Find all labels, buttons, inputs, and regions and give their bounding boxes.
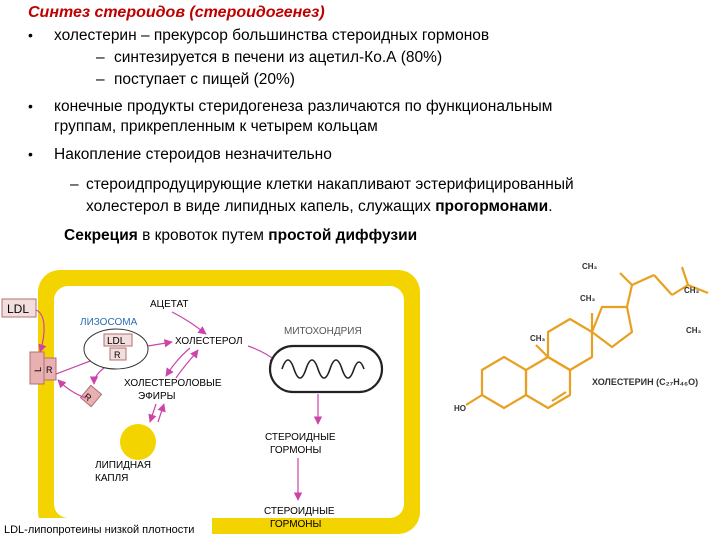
- text-span: .: [548, 198, 553, 215]
- cholesterol-label: ХОЛЕСТЕРОЛ: [175, 336, 243, 347]
- bullet-dot: •: [28, 27, 33, 43]
- ldl-outside-label: LDL: [7, 302, 29, 316]
- cholesterol-structure: CH₃ CH₃ CH₃ CH₃ CH₃ HO ХОЛЕСТЕРИН (C₂₇H₄…: [454, 262, 709, 413]
- dash: –: [96, 49, 105, 66]
- secretion-term: Секреция: [64, 227, 138, 244]
- subbullet-liver-synthesis: синтезируется в печени из ацетил-Ко.А (8…: [114, 49, 443, 66]
- prohormones-term: прогормонами: [435, 198, 549, 215]
- structure-labels: CH₃ CH₃ CH₃ CH₃ CH₃ HO: [454, 262, 702, 413]
- subbullet-esterified-line2: холестерол в виде липидных капель, служа…: [86, 198, 553, 216]
- ldl-particle-outside: [1, 298, 37, 318]
- methyl-label-end-1: CH₃: [684, 286, 700, 295]
- arrow-acetate-cholesterol: [171, 311, 207, 335]
- methyl-label-ring-d: CH₃: [580, 294, 596, 303]
- bullet-cholesterol-precursor: холестерин – прекурсор большинства стеро…: [54, 27, 490, 44]
- methyl-label-top: CH₃: [582, 262, 598, 271]
- ldl-in-lysosome-label: LDL: [107, 336, 126, 347]
- dash: –: [96, 71, 105, 88]
- arrow-cholesterol-esters: [165, 347, 191, 377]
- bullet-end-products-line2: группам, прикрепленным к четырем кольцам: [54, 118, 378, 135]
- lipid-drop-label-2: КАПЛЯ: [95, 473, 128, 484]
- steroid-skeleton: [465, 266, 709, 410]
- acetate-label: АЦЕТАТ: [150, 299, 189, 310]
- steroid-hormones-in-label-1: СТЕРОИДНЫЕ: [265, 432, 336, 443]
- arrow-receptor-back: [57, 379, 87, 399]
- bullet-dot: •: [28, 146, 33, 162]
- methyl-label-end-2: CH₃: [686, 326, 702, 335]
- bullet-dot: •: [28, 98, 33, 114]
- mitochondrion: [268, 344, 384, 394]
- steroid-hormones-out-label-2: ГОРМОНЫ: [270, 519, 322, 530]
- lipid-droplet: [120, 424, 156, 460]
- cholesterol-caption: ХОЛЕСТЕРИН (C₂₇H₄₆O): [592, 377, 698, 387]
- slide-title: Синтез стероидов (стероидогенез): [28, 4, 325, 21]
- lysosome-label: ЛИЗОСОМА: [80, 317, 138, 328]
- receptor-label-l: L: [33, 367, 43, 372]
- text-span: в кровоток путем: [137, 227, 269, 244]
- footnote-bg: [0, 518, 212, 538]
- receptor-in-lysosome: [109, 347, 127, 361]
- cholesterol-esters-label-2: ЭФИРЫ: [138, 391, 176, 402]
- footnote-ldl: LDL-липопротеины низкой плотности: [4, 524, 194, 536]
- arrow-lysosome-cholesterol: [147, 339, 173, 348]
- recycled-receptor-label: R: [82, 391, 94, 403]
- secretion-line: Секреция в кровоток путем простой диффуз…: [64, 227, 417, 245]
- arrow-esters-drop: [148, 403, 157, 423]
- diffusion-term: простой диффузии: [268, 227, 418, 244]
- ldl-receptor-block-r: [43, 357, 57, 381]
- methyl-label-ring-b: CH₃: [530, 334, 546, 343]
- subbullet-esterified-line1: стероидпродуцирующие клетки накапливают …: [86, 176, 574, 193]
- steroid-hormones-out-label-1: СТЕРОИДНЫЕ: [264, 506, 335, 517]
- arrow-esters-cholesterol: [175, 349, 199, 379]
- steroidogenesis-cell-diagram: LDL L R R АЦЕТАТ ЛИЗОСОМА LDL R ХОЛЕСТЕР…: [0, 270, 420, 538]
- bullet-end-products-line1: конечные продукты стеридогенеза различаю…: [54, 98, 553, 115]
- receptor-in-lysosome-label: R: [114, 350, 121, 360]
- receptor-label-r: R: [46, 365, 53, 375]
- recycled-receptor: [79, 384, 103, 408]
- mitochondrion-cristae: [281, 359, 365, 379]
- arrow-ldl-in: [35, 309, 47, 353]
- hydroxyl-label: HO: [454, 404, 466, 413]
- subbullet-dietary: поступает с пищей (20%): [114, 71, 295, 88]
- arrow-drop-esters: [157, 403, 166, 423]
- text-span: холестерол в виде липидных капель, служа…: [86, 198, 436, 215]
- cholesterol-esters-label-1: ХОЛЕСТЕРОЛОВЫЕ: [124, 378, 222, 389]
- bullet-accumulation: Накопление стероидов незначительно: [54, 146, 332, 163]
- ldl-in-lysosome: [103, 333, 133, 347]
- steroid-hormones-in-label-2: ГОРМОНЫ: [270, 445, 322, 456]
- dash: –: [70, 176, 79, 193]
- mitochondria-label: МИТОХОНДРИЯ: [284, 326, 362, 337]
- arrow-receptor-recycle: [89, 367, 105, 385]
- lipid-drop-label-1: ЛИПИДНАЯ: [95, 460, 151, 471]
